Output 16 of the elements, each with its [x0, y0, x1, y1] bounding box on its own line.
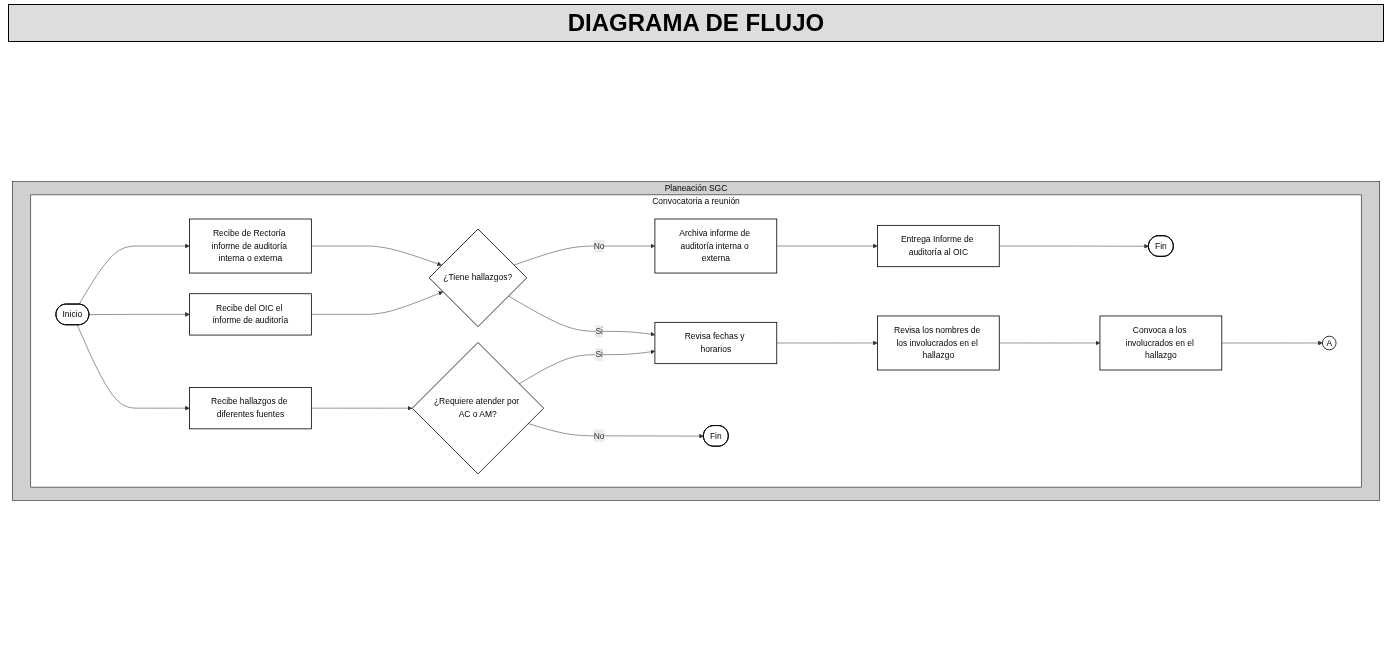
- node-diamond: ¿Tiene hallazgos?: [428, 228, 528, 327]
- edge-label: No: [593, 431, 605, 441]
- node-box: Entrega Informe de auditoría al OIC: [877, 224, 1000, 268]
- edge-label: Si: [595, 326, 603, 336]
- node-box: Archiva informe de auditoría interna o externa: [654, 218, 778, 274]
- node-box: Convoca a los involucrados en el hallazgo: [1099, 315, 1223, 371]
- diagram-title: DIAGRAMA DE FLUJO: [8, 4, 1384, 42]
- node-circle: A: [1322, 335, 1337, 351]
- node-box: Recibe hallazgos de diferentes fuentes: [189, 387, 312, 430]
- edge-label: Si: [595, 349, 603, 359]
- node-box: Recibe del OIC el informe de auditoría: [189, 293, 312, 336]
- node-box: Revisa los nombres de los involucrados en el hallazgo: [877, 315, 1000, 371]
- node-diamond: ¿Requiere atender por AC o AM?: [411, 342, 545, 475]
- node-box: Recibe de Rectoría informe de auditoría interna o externa: [189, 218, 312, 274]
- node-box: Revisa fechas y horarios: [654, 321, 778, 365]
- edge-label: No: [593, 241, 605, 251]
